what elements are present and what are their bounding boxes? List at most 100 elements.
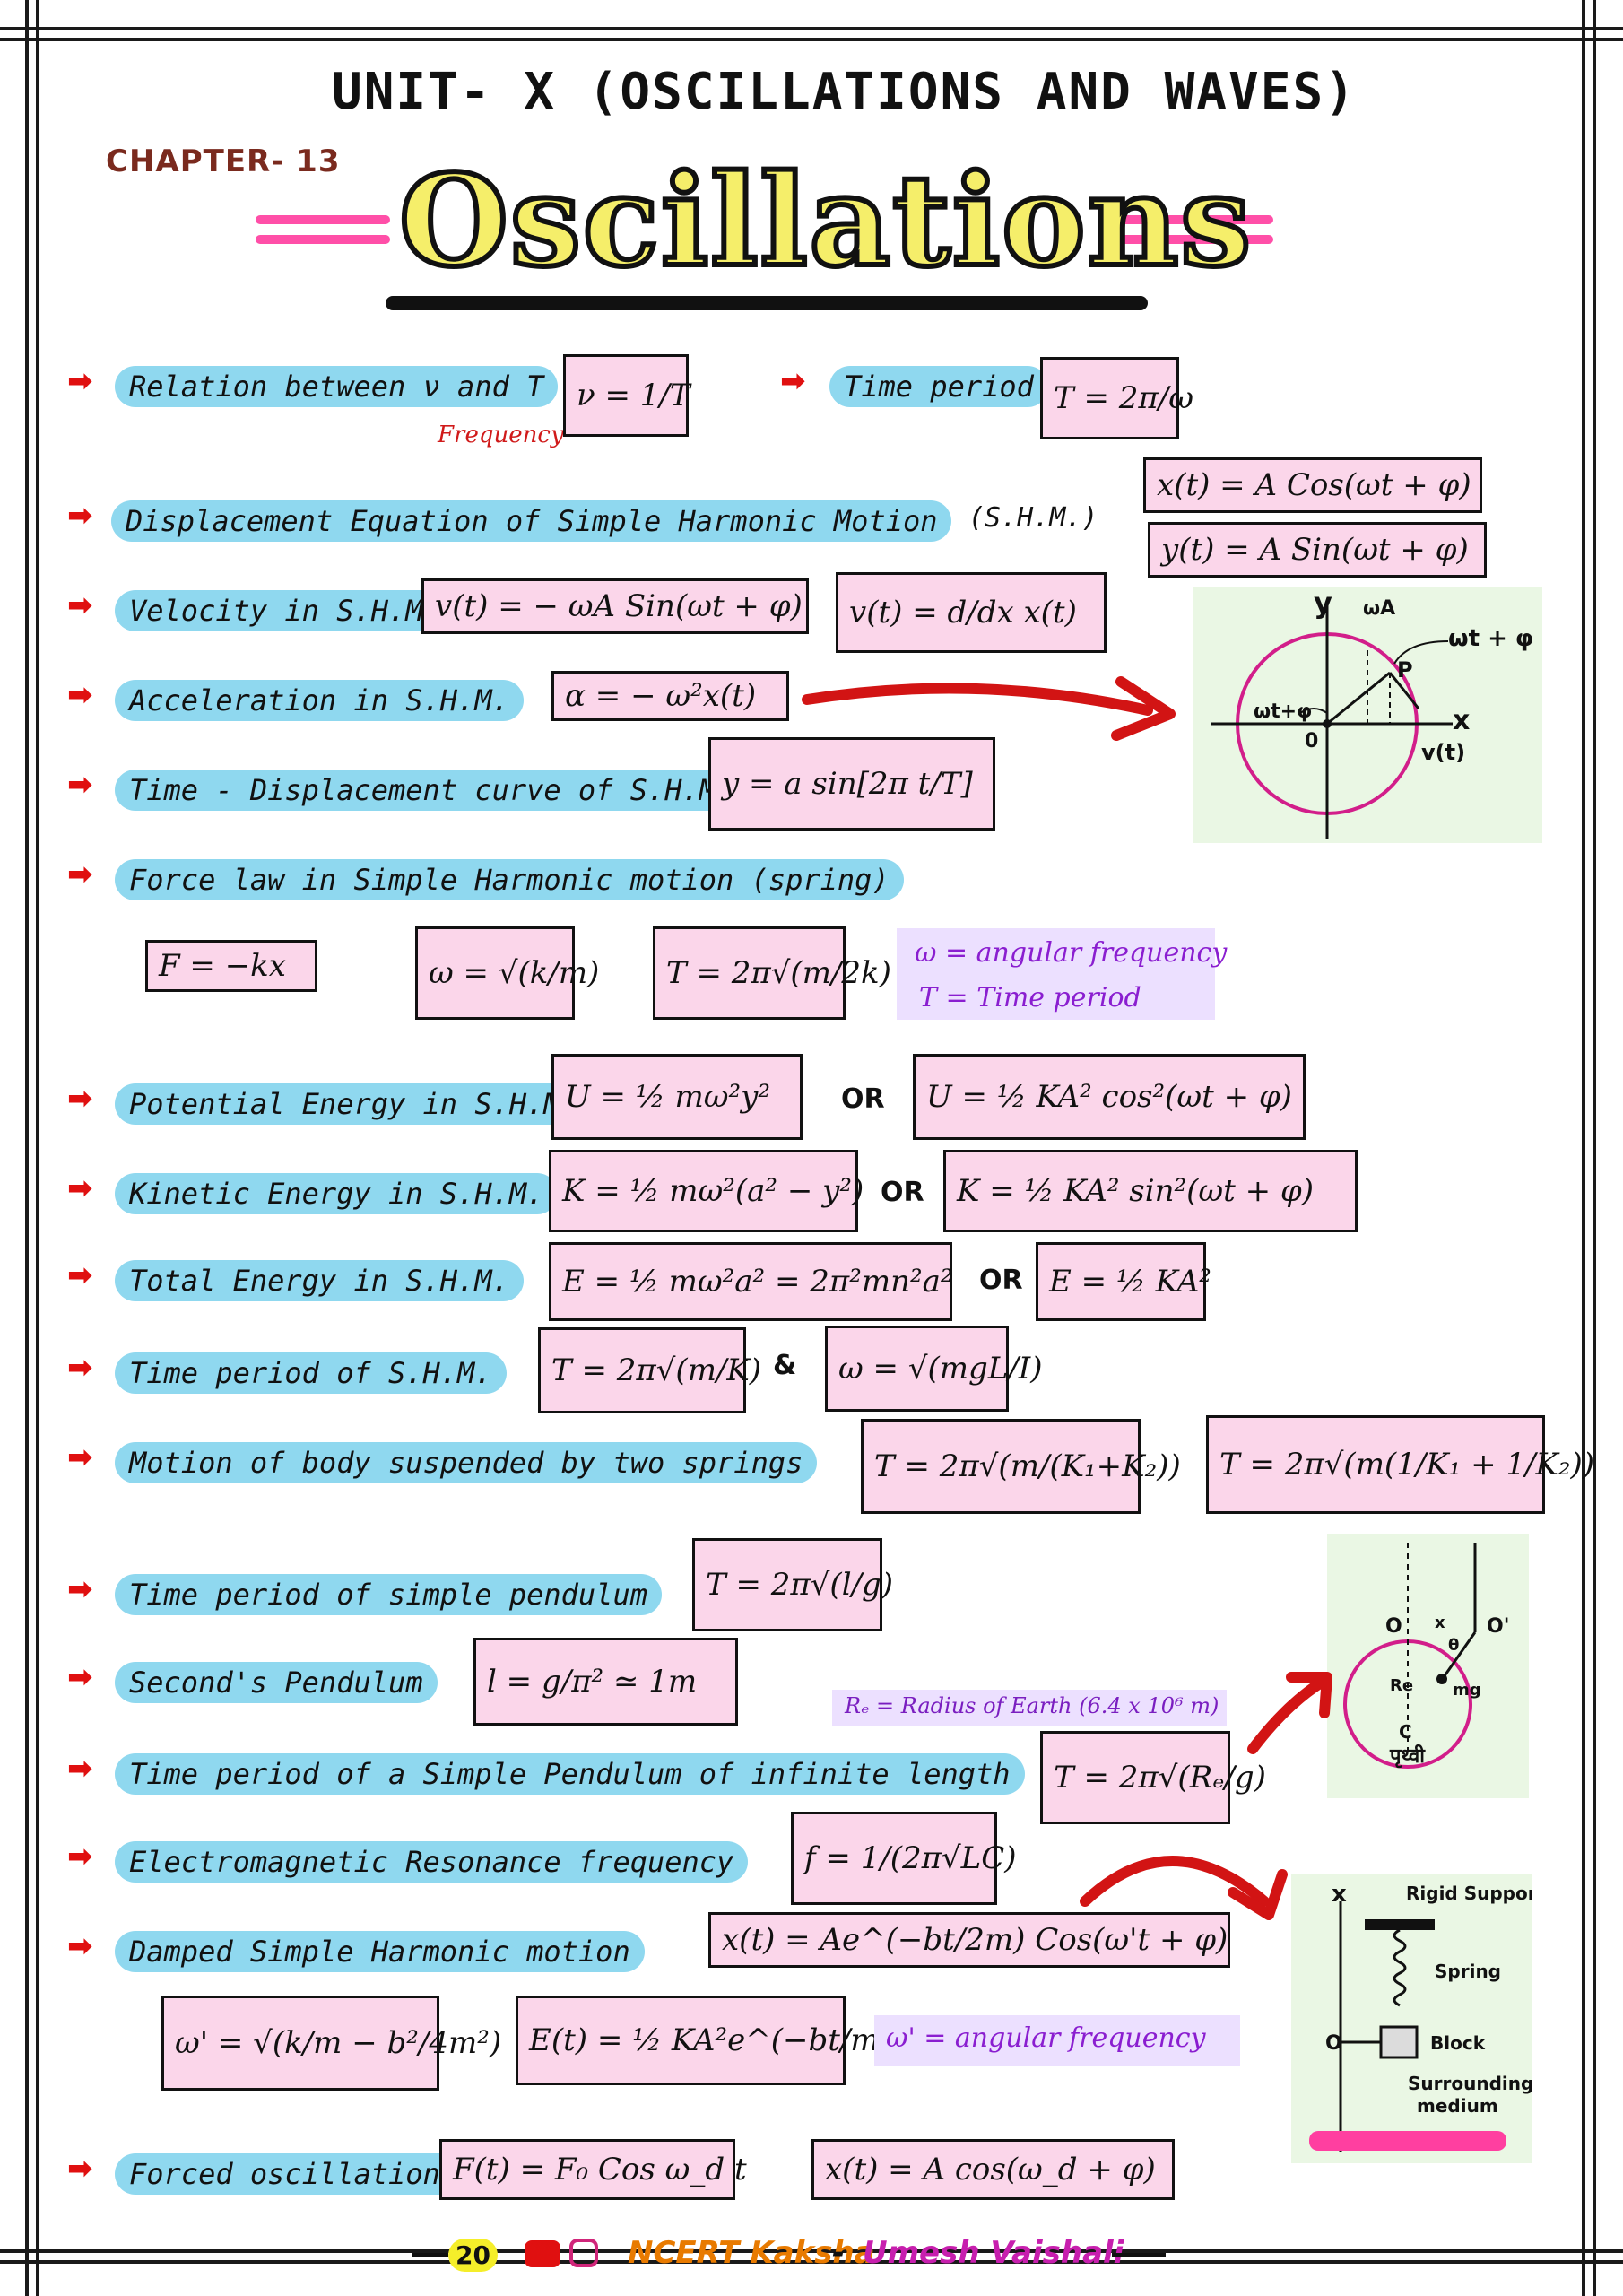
note-time-period: T = Time period bbox=[919, 982, 1141, 1013]
frame-left-line-2 bbox=[36, 0, 39, 2296]
formula-two-springs-1: T = 2π√(m/(K₁+K₂)) bbox=[861, 1419, 1181, 1514]
circle-wa-label: ωA bbox=[1363, 597, 1395, 620]
footer-line-right bbox=[1112, 2253, 1166, 2257]
frame-top-line-2 bbox=[0, 38, 1623, 41]
label-velocity: Velocity in S.H.M. bbox=[115, 590, 455, 631]
page-title: Oscillations bbox=[396, 145, 1254, 298]
label-total: Total Energy in S.H.M. bbox=[115, 1260, 524, 1301]
arrow-acceleration: ➡ bbox=[67, 677, 93, 713]
formula-omega-spring: ω = √(k/m) bbox=[415, 926, 599, 1020]
or-potential: OR bbox=[841, 1083, 885, 1115]
spring-block-label: Block bbox=[1430, 2032, 1486, 2054]
title-stripe-right-2 bbox=[1112, 235, 1273, 244]
earth-pendulum-diagram: O O' x θ Re mg C पृथ्वी bbox=[1327, 1534, 1529, 1798]
note-earth-radius: Rₑ = Radius of Earth (6.4 x 10⁶ m) bbox=[845, 1693, 1219, 1718]
frame-bottom-line-2 bbox=[0, 2260, 1623, 2264]
label-two-springs: Motion of body suspended by two springs bbox=[115, 1442, 818, 1483]
title-stripe-right-1 bbox=[1112, 215, 1273, 224]
circle-vt-label: v(t) bbox=[1421, 740, 1465, 765]
arrow-displacement: ➡ bbox=[67, 498, 93, 534]
label-displacement: Displacement Equation of Simple Harmonic… bbox=[111, 500, 952, 542]
arrow-period-shm: ➡ bbox=[67, 1350, 93, 1386]
footer-brand-1: NCERT Kaksha bbox=[628, 2235, 875, 2271]
arrow-to-circle bbox=[802, 676, 1176, 741]
note-force-bg bbox=[897, 928, 1215, 1020]
unit-title: UNIT- X (OSCILLATIONS AND WAVES) bbox=[332, 63, 1357, 121]
circle-wtphi-top: ωt + φ bbox=[1448, 625, 1533, 652]
frame-right-line-1 bbox=[1582, 0, 1585, 2296]
label-potential: Potential Energy in S.H.M. bbox=[115, 1083, 593, 1125]
arrow-total: ➡ bbox=[67, 1257, 93, 1293]
label-em: Electromagnetic Resonance frequency bbox=[115, 1841, 749, 1883]
formula-displacement-y: y(t) = A Sin(ωt + φ) bbox=[1148, 522, 1487, 578]
circle-diagram-svg: y x ωA ωt + φ P ωt+φ 0 v(t) bbox=[1211, 586, 1533, 839]
ampersand: & bbox=[773, 1350, 797, 1381]
formula-total-2: E = ½ KA² bbox=[1036, 1242, 1211, 1321]
formula-force: F = −kx bbox=[145, 940, 317, 992]
label-force-law: Force law in Simple Harmonic motion (spr… bbox=[115, 859, 904, 900]
pend-theta-label: θ bbox=[1448, 1636, 1459, 1655]
spring-x-label: x bbox=[1332, 1881, 1347, 1908]
note-damped-bg bbox=[874, 2015, 1240, 2066]
arrow-kinetic: ➡ bbox=[67, 1170, 93, 1206]
formula-potential-2: U = ½ KA² cos²(ωt + φ) bbox=[913, 1054, 1306, 1140]
label-forced: Forced oscillations bbox=[115, 2153, 473, 2195]
note-frequency: Frequency bbox=[438, 422, 564, 448]
spring-medium-label-1: Surrounding bbox=[1408, 2073, 1532, 2094]
label-acceleration: Acceleration in S.H.M. bbox=[115, 680, 524, 721]
pend-o-label: O bbox=[1385, 1615, 1402, 1638]
label-damped: Damped Simple Harmonic motion bbox=[115, 1931, 645, 1972]
frame-bottom-line-1 bbox=[0, 2249, 1623, 2253]
arrow-time-displacement: ➡ bbox=[67, 767, 93, 803]
or-kinetic: OR bbox=[881, 1177, 924, 1208]
frame-left-line-1 bbox=[25, 0, 29, 2296]
spring-label: Spring bbox=[1435, 1961, 1501, 1982]
note-angular-frequency: ω = angular frequency bbox=[915, 937, 1228, 969]
pend-re-label: Re bbox=[1390, 1676, 1413, 1695]
arrow-velocity: ➡ bbox=[67, 587, 93, 623]
arrow-second: ➡ bbox=[67, 1659, 93, 1695]
circle-diagram: y x ωA ωt + φ P ωt+φ 0 v(t) bbox=[1193, 586, 1542, 843]
label-time-displacement: Time - Displacement curve of S.H.M. bbox=[115, 770, 749, 811]
label-second: Second's Pendulum bbox=[115, 1662, 438, 1703]
formula-period-shm-2: ω = √(mgL/I) bbox=[825, 1326, 1043, 1412]
formula-relation: ν = 1/T bbox=[563, 354, 690, 437]
arrow-to-pendulum bbox=[1247, 1672, 1332, 1754]
formula-period-spring: T = 2π√(m/2k) bbox=[653, 926, 891, 1020]
circle-wtphi-left: ωt+φ bbox=[1254, 700, 1312, 723]
pend-oprime-label: O' bbox=[1487, 1615, 1509, 1638]
pend-earth-label: पृथ्वी bbox=[1389, 1744, 1426, 1769]
arrow-potential: ➡ bbox=[67, 1081, 93, 1117]
arrow-time-period: ➡ bbox=[780, 363, 806, 399]
displacement-abbrev: (S.H.M.) bbox=[968, 502, 1098, 534]
formula-pendulum: T = 2π√(l/g) bbox=[692, 1538, 893, 1631]
circle-x-label: x bbox=[1453, 705, 1470, 736]
note-damped: ω' = angular frequency bbox=[886, 2022, 1206, 2054]
formula-total-1: E = ½ mω²a² = 2π²mn²a² bbox=[549, 1242, 953, 1321]
formula-second: l = g/π² ≃ 1m bbox=[473, 1638, 738, 1726]
formula-kinetic-2: K = ½ KA² sin²(ωt + φ) bbox=[943, 1150, 1358, 1232]
footer-dash: - bbox=[832, 2235, 846, 2271]
formula-time-period: T = 2π/ω bbox=[1040, 357, 1193, 439]
arrow-pendulum: ➡ bbox=[67, 1571, 93, 1607]
formula-kinetic-1: K = ½ mω²(a² − y²) bbox=[549, 1150, 864, 1232]
earth-pendulum-svg: O O' x θ Re mg C पृथ्वी bbox=[1343, 1543, 1509, 1769]
formula-potential-1: U = ½ mω²y² bbox=[551, 1054, 803, 1140]
spring-diagram: x Rigid Support Spring O Block Surroundi… bbox=[1291, 1874, 1546, 2163]
formula-displacement-x: x(t) = A Cos(ωt + φ) bbox=[1143, 457, 1482, 513]
spring-medium-label-2: medium bbox=[1417, 2095, 1498, 2117]
instagram-icon[interactable] bbox=[569, 2239, 598, 2267]
footer-line-left bbox=[412, 2253, 448, 2257]
pend-mg-label: mg bbox=[1453, 1681, 1481, 1700]
label-infinite: Time period of a Simple Pendulum of infi… bbox=[115, 1753, 1025, 1795]
label-relation: Relation between ν and T bbox=[115, 366, 559, 407]
formula-acceleration: α = − ω²x(t) bbox=[551, 671, 789, 721]
formula-velocity-2: v(t) = d/dx x(t) bbox=[836, 572, 1107, 653]
arrow-damped: ➡ bbox=[67, 1928, 93, 1964]
youtube-icon[interactable] bbox=[525, 2240, 560, 2267]
spring-svg: x Rigid Support Spring O Block Surroundi… bbox=[1309, 1881, 1546, 2152]
spring-rigid-label: Rigid Support bbox=[1406, 1883, 1532, 1904]
formula-two-springs-2: T = 2π√(m(1/K₁ + 1/K₂)) bbox=[1206, 1415, 1594, 1514]
arrow-em: ➡ bbox=[67, 1839, 93, 1874]
label-kinetic: Kinetic Energy in S.H.M. bbox=[115, 1173, 559, 1214]
